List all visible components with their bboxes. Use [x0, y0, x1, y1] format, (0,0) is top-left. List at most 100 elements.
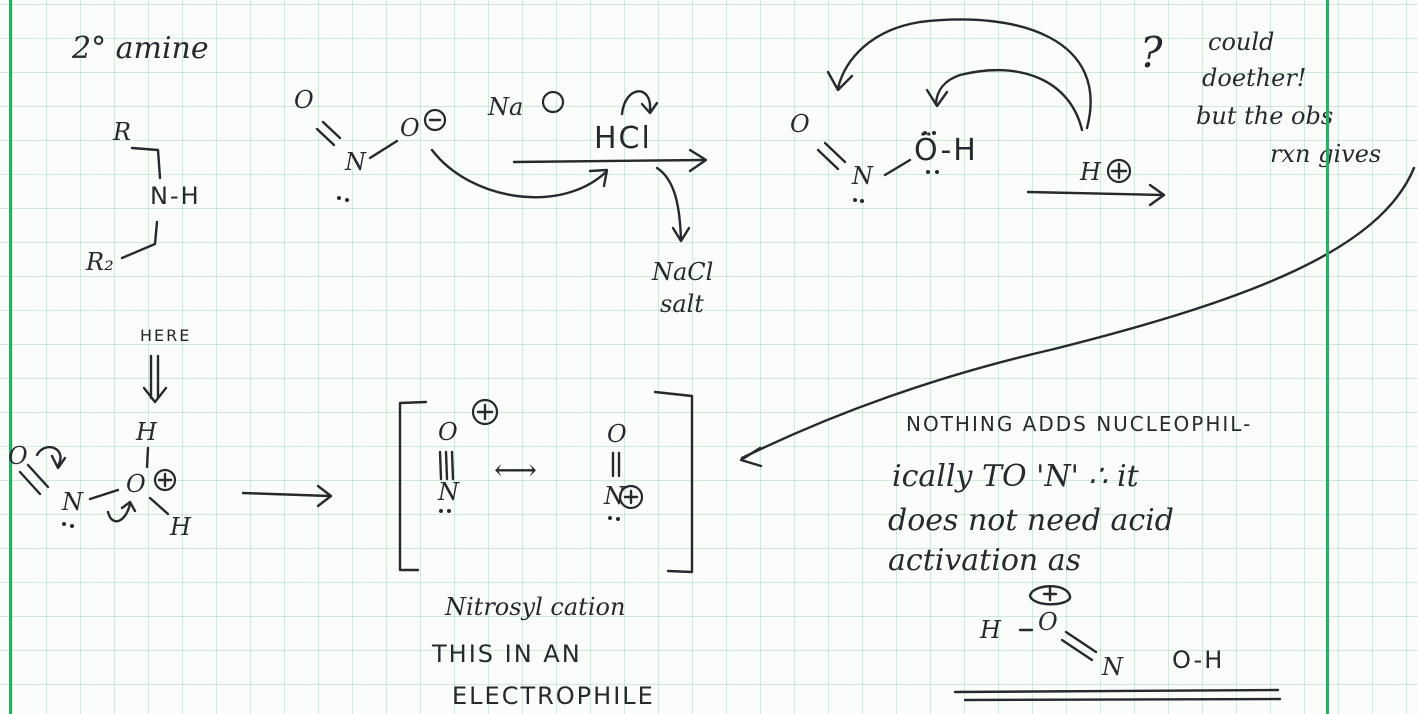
note-activation: activation as — [888, 543, 1082, 578]
lone-pair-dot — [62, 522, 66, 526]
bracket-left — [398, 400, 428, 572]
nitrite-single-bond — [368, 139, 399, 160]
res1-triple-1 — [438, 450, 443, 481]
res1-triple-3 — [450, 450, 455, 481]
resonance-2-O: O — [607, 420, 627, 448]
note-doether: doether! — [1202, 64, 1307, 92]
hno2-double-bond-2 — [816, 148, 840, 171]
curved-arrow-nitrite-to-H — [430, 148, 608, 199]
prot-bond-h — [148, 496, 170, 516]
note-rxn-gives: rxn gives — [1270, 140, 1382, 168]
hno2-double-bond-1 — [823, 141, 847, 164]
long-arrow-head — [739, 446, 763, 468]
bracket-right — [653, 390, 694, 574]
bottom-OH: O-H — [1172, 646, 1225, 674]
res1-triple-2 — [444, 450, 449, 481]
res2-plus-ring — [618, 484, 644, 510]
salt-label: salt — [660, 290, 704, 318]
hno2-single-bond — [883, 158, 912, 177]
resonance-2-N: N — [604, 482, 625, 510]
nitrite-O-minus: O — [400, 114, 420, 142]
bottom-double-2 — [1060, 638, 1094, 662]
note-ically: ically TO 'N' ∴ it — [892, 459, 1139, 494]
bottom-double-1 — [1064, 630, 1098, 654]
note-but-obs: but the obs — [1196, 102, 1334, 130]
prot-curved-arrow-1 — [35, 445, 62, 468]
note-does-not: does not need acid — [888, 503, 1174, 538]
here-label: HERE — [140, 326, 192, 345]
prot-curved-arrow-2-head — [120, 500, 137, 513]
lone-pair-dot — [853, 198, 857, 202]
hno2-N: N — [852, 162, 873, 190]
amine-NH: N-H — [150, 182, 201, 210]
lone-pair-dot — [923, 131, 927, 135]
electrophile-caption: ELECTROPHILE — [452, 682, 655, 710]
hno2-OH: Ö-H — [914, 133, 978, 168]
protonated-N: N — [62, 488, 83, 516]
long-arrow-to-bracket — [740, 166, 1416, 460]
this-in-an-caption: THIS IN AN — [432, 640, 582, 668]
res1-plus-ring — [471, 398, 499, 426]
amine-title: 2° amine — [72, 31, 209, 66]
nitrite-double-bond-1 — [321, 120, 342, 140]
arrow-to-nacl — [655, 166, 683, 242]
bottom-plus-cloud — [1028, 585, 1072, 606]
reaction-arrow-2-head — [1148, 183, 1166, 207]
lone-pair-dot — [439, 509, 443, 513]
nitrite-O-top: O — [294, 86, 314, 114]
resonance-1-O: O — [438, 418, 458, 446]
nitrite-N: N — [345, 148, 366, 176]
forward-arrow — [241, 491, 332, 498]
small-curved-arrow — [934, 68, 1084, 132]
lone-pair-dot — [932, 131, 936, 135]
resonance-arrow: ⟷ — [494, 453, 538, 488]
nitrite-double-bond-2 — [315, 127, 336, 147]
h-plus-label: H — [1080, 158, 1101, 186]
sodium-label: Na — [488, 93, 524, 121]
lone-pair-dot — [935, 170, 939, 174]
bottom-H: H — [980, 616, 1001, 644]
lone-pair-dot — [337, 196, 341, 200]
lone-pair-dot — [608, 516, 612, 520]
lone-pair-dot — [860, 199, 864, 203]
na-plus-ring — [541, 90, 565, 114]
arrow-to-nacl-head — [671, 226, 691, 243]
hcl-label: HCl — [594, 121, 652, 156]
prot-double-1 — [26, 463, 50, 489]
prot-bond-up — [145, 446, 150, 469]
lone-pair-dot — [345, 198, 349, 202]
lone-pair-dot — [447, 509, 451, 513]
prot-double-2 — [18, 470, 42, 496]
nitrite-minus-ring — [423, 108, 447, 132]
reaction-arrow-1-head — [688, 148, 708, 173]
note-could: could — [1208, 28, 1275, 56]
amine-bond-r1 — [130, 146, 162, 180]
amine-bond-r2 — [120, 220, 159, 260]
reaction-arrow-2 — [1026, 190, 1165, 197]
lone-pair-dot — [616, 517, 620, 521]
bottom-O: O — [1038, 608, 1058, 636]
lone-pair-dot — [70, 524, 74, 528]
lone-pair-dot — [926, 170, 930, 174]
prot-curved-arrow-1-head — [50, 454, 67, 470]
protonated-O-left: O — [8, 442, 28, 470]
prot-plus-ring — [153, 468, 177, 492]
nitrosyl-caption: Nitrosyl cation — [445, 593, 626, 621]
curved-arrow-bond — [620, 90, 652, 116]
amine-R2: R₂ — [86, 248, 114, 276]
hno2-O: O — [790, 110, 810, 138]
prot-single — [88, 488, 120, 501]
protonated-H-bottom: H — [170, 513, 191, 541]
curved-arrow-bond-head — [640, 101, 659, 115]
bottom-underline-1 — [953, 688, 1280, 694]
reaction-arrow-1 — [512, 158, 707, 164]
question-mark: ? — [1140, 28, 1163, 77]
big-curved-arrow-head — [826, 70, 854, 92]
note-nothing-adds: NOTHING ADDS NUCLEOPHIL- — [906, 412, 1253, 436]
curved-arrow-nitrite-head — [588, 168, 609, 188]
protonated-O: O — [126, 470, 146, 498]
protonated-H-top: H — [136, 418, 157, 446]
big-curved-arrow — [836, 18, 1092, 130]
